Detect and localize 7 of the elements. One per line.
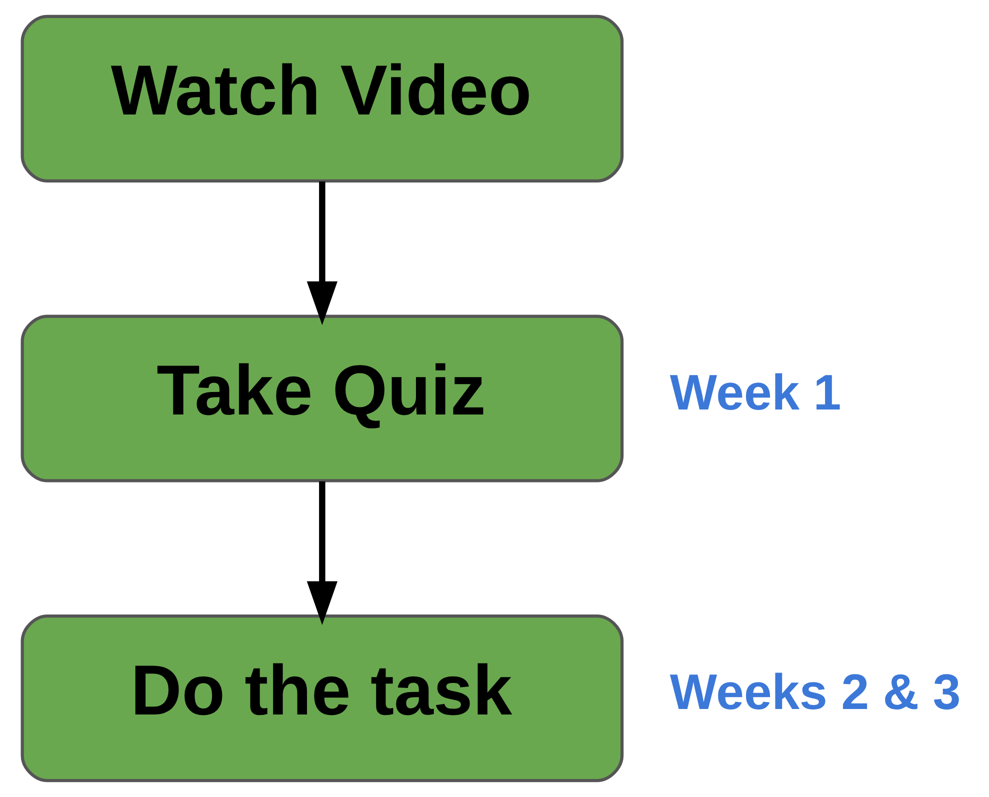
node-label: Weeks 2 & 3 bbox=[669, 664, 960, 720]
arrow bbox=[306, 182, 337, 326]
node-box: Do the task bbox=[20, 614, 624, 782]
arrow bbox=[306, 481, 337, 625]
node-box: Take Quiz bbox=[20, 314, 624, 482]
label: Week 1 bbox=[669, 364, 841, 420]
node-box: Watch Video bbox=[20, 14, 624, 182]
